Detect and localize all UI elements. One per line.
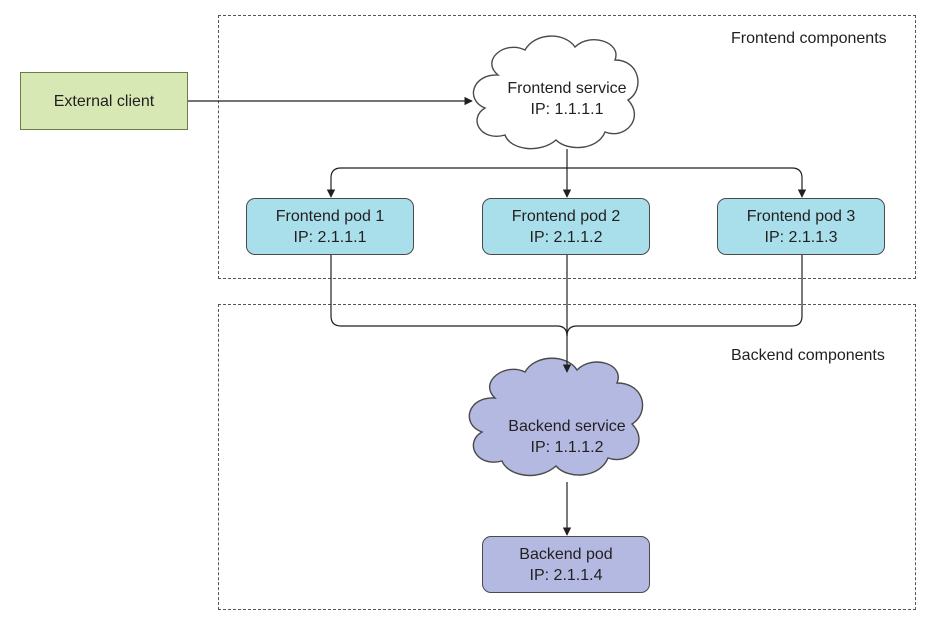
frontend-pod-1-name: Frontend pod 1 (275, 207, 385, 225)
service-to-pod1-arrow (326, 167, 567, 198)
service-to-pod3-arrow (567, 167, 807, 198)
frontend-service-name: Frontend service (507, 80, 627, 97)
frontend-pod-2-ip: IP: 2.1.1.2 (529, 228, 603, 246)
frontend-pod-3[interactable]: Frontend pod 3 IP: 2.1.1.3 (717, 198, 885, 255)
frontend-components-label: Frontend components (731, 30, 887, 47)
backend-service-name: Backend service (508, 418, 626, 435)
backend-components-label: Backend components (731, 347, 885, 364)
frontend-service-ip: IP: 1.1.1.1 (530, 101, 604, 118)
frontend-pod-3-ip: IP: 2.1.1.3 (764, 228, 838, 246)
backend-service-text: Backend service IP: 1.1.1.2 (487, 415, 647, 459)
frontend-pod-1[interactable]: Frontend pod 1 IP: 2.1.1.1 (246, 198, 414, 255)
frontend-pod-3-name: Frontend pod 3 (746, 207, 856, 225)
pod1-to-backend-line (330, 255, 568, 337)
external-client-label: External client (53, 92, 155, 110)
frontend-service-text: Frontend service IP: 1.1.1.1 (487, 77, 647, 121)
frontend-pod-2[interactable]: Frontend pod 2 IP: 2.1.1.2 (482, 198, 650, 255)
frontend-pod-2-name: Frontend pod 2 (511, 207, 621, 225)
backend-pod-name: Backend pod (519, 545, 613, 563)
frontend-pod-1-ip: IP: 2.1.1.1 (293, 228, 367, 246)
frontend-service-cloud (472, 35, 639, 150)
backend-pod[interactable]: Backend pod IP: 2.1.1.4 (482, 536, 650, 593)
backend-pod-ip: IP: 2.1.1.4 (529, 566, 603, 584)
backend-service-cloud (468, 357, 644, 477)
external-client-box[interactable]: External client (20, 72, 188, 130)
backend-service-ip: IP: 1.1.1.2 (530, 439, 604, 456)
pod3-to-backend-line (566, 255, 803, 337)
